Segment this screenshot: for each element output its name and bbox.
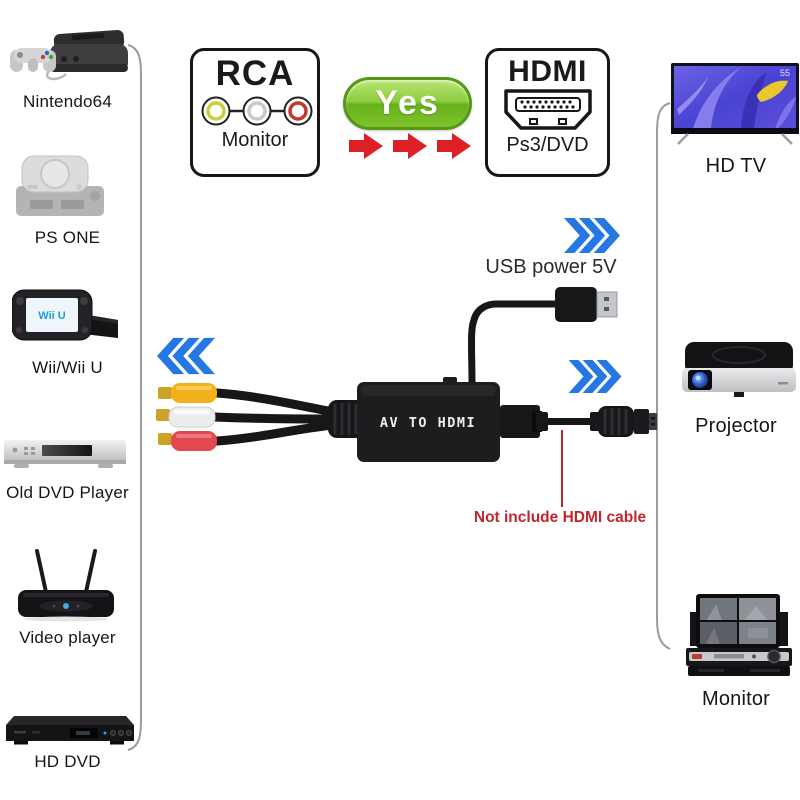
right-bracket: [656, 102, 671, 650]
nintendo64-image: [10, 29, 128, 81]
hdmi-cable-note: Not include HDMI cable: [473, 509, 647, 526]
label-nintendo64: Nintendo64: [23, 92, 112, 111]
yes-badge-label: Yes: [375, 84, 440, 122]
projector-image: [682, 342, 796, 397]
label-monitor: Monitor: [701, 688, 771, 710]
rca-plug-red: [158, 431, 217, 451]
label-video-player: Video player: [19, 628, 116, 647]
label-old-dvd-player: Old DVD Player: [6, 483, 129, 502]
n64-console: [50, 29, 128, 72]
rca-plug-yellow: [158, 383, 217, 403]
left-bracket: [127, 44, 142, 751]
rca-input-box: RCA Monitor: [190, 48, 320, 177]
converter-box: AV TO HDMI: [357, 377, 500, 462]
label-projector: Projector: [695, 415, 777, 437]
ps-one-image: [16, 155, 104, 216]
hdmi-port-icon: [503, 89, 592, 130]
rca-title: RCA: [215, 54, 295, 93]
hd-dvd-image: [6, 716, 134, 745]
label-hd-dvd: HD DVD: [34, 752, 101, 771]
label-ps-one: PS ONE: [34, 228, 101, 247]
video-player-image: [18, 549, 114, 622]
tv-size-badge: 55: [780, 68, 790, 78]
chevrons-usb-icon: [564, 218, 620, 253]
usb-power-label: USB power 5V: [485, 256, 617, 278]
monitor-image: [686, 594, 792, 676]
hd-tv-image: 55: [671, 63, 799, 145]
n64-controller: [10, 48, 56, 72]
wii-u-image: Wii U: [12, 289, 118, 341]
converter-device-image: AV TO HDMI: [156, 287, 657, 507]
converter-box-label: AV TO HDMI: [380, 415, 476, 431]
hdmi-output-box: HDMI Ps3/DVD: [485, 48, 610, 177]
rca-subtitle: Monitor: [221, 128, 289, 151]
hdmi-subtitle: Ps3/DVD: [506, 134, 589, 156]
hdmi-port-stub: [500, 405, 542, 438]
usb-cable: [468, 300, 561, 390]
chevrons-left-icon: [157, 337, 215, 375]
wii-u-screen-logo: Wii U: [38, 310, 65, 322]
usb-plug: [555, 287, 618, 322]
old-dvd-player-image: [4, 440, 126, 468]
yes-badge: Yes: [343, 77, 472, 130]
label-hd-tv: HD TV: [705, 155, 767, 177]
label-wii-wii-u: Wii/Wii U: [32, 358, 103, 377]
rca-plug-white: [156, 406, 216, 428]
chevrons-hdmi-icon: [568, 360, 622, 393]
hdmi-male-plug: [598, 406, 657, 437]
rca-connectors-icon: [201, 96, 313, 125]
hdmi-title: HDMI: [508, 55, 587, 88]
red-arrows-icon: [349, 133, 471, 159]
strain-relief: [328, 400, 366, 438]
